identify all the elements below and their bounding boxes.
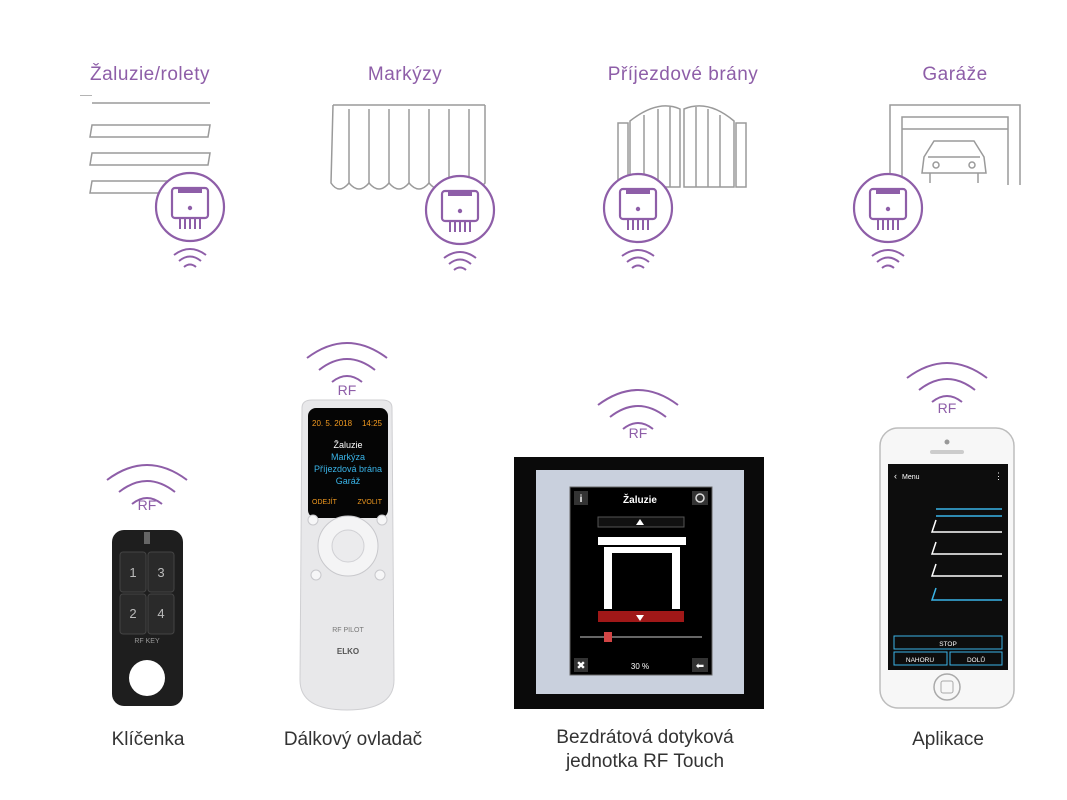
wireless-signal-icon	[871, 249, 905, 269]
device-label-touch-line2: jednotka RF Touch	[565, 751, 725, 772]
device-label-touch-line1: Bezdrátová dotyková	[556, 727, 734, 748]
remote-menu-item-3: Příjezdová brána	[314, 464, 382, 474]
garages-illustration	[852, 104, 1021, 269]
remote-menu-item-4: Garáž	[336, 476, 361, 486]
device-label-app: Aplikace	[912, 729, 984, 750]
remote-model: RF PILOT	[332, 627, 364, 634]
receiver-icon	[424, 174, 496, 246]
remote-brand-logo: ELKO	[337, 647, 359, 656]
blinds-illustration	[80, 95, 226, 268]
keychain-device: 1 3 2 4 RF KEY	[106, 464, 188, 706]
key-3-label: 3	[157, 565, 164, 580]
touch-percent: 30 %	[631, 662, 649, 671]
rf-label: RF	[337, 382, 357, 398]
svg-text:⬅: ⬅	[696, 661, 704, 672]
category-title-gates: Příjezdové brány	[607, 64, 759, 85]
remote-date: 20. 5. 2018	[312, 419, 353, 428]
wireless-signal-icon	[306, 342, 388, 383]
svg-text:‹: ‹	[894, 471, 897, 481]
device-label-remote: Dálkový ovladač	[283, 729, 423, 750]
gates-illustration	[602, 105, 747, 269]
wireless-signal-icon	[173, 248, 207, 268]
wireless-signal-icon	[597, 389, 679, 430]
app-down-label: DOLŮ	[967, 655, 985, 664]
remote-left-softkey: ODEJÍT	[312, 497, 338, 506]
app-up-label: NAHORU	[906, 657, 934, 664]
remote-menu-item-2: Markýza	[331, 452, 365, 462]
receiver-icon	[154, 171, 226, 243]
receiver-icon	[852, 172, 924, 244]
awnings-illustration	[330, 104, 496, 271]
category-title-garages: Garáže	[922, 64, 988, 85]
rf-label: RF	[137, 497, 157, 513]
remote-device: 20. 5. 2018 14:25 Žaluzie Markýza Příjez…	[299, 342, 395, 711]
svg-text:i: i	[580, 494, 583, 505]
rf-label: RF	[628, 425, 648, 441]
remote-menu-item-1: Žaluzie	[333, 440, 362, 450]
receiver-icon	[602, 172, 674, 244]
key-1-label: 1	[129, 565, 136, 580]
awning-icon	[330, 104, 486, 190]
category-title-awnings: Markýzy	[367, 64, 443, 85]
app-header-title: Menu	[902, 474, 920, 481]
keychain-brand: RF KEY	[134, 638, 160, 645]
garage-icon	[889, 104, 1021, 185]
svg-text:⋮: ⋮	[994, 471, 1003, 481]
rf-touch-device: i Žaluzie ✖ ⬅ 30 %	[514, 389, 764, 709]
svg-text:✖: ✖	[576, 660, 585, 672]
wireless-signal-icon	[443, 251, 477, 271]
key-4-label: 4	[157, 606, 164, 621]
device-label-keychain: Klíčenka	[111, 729, 185, 750]
rf-label: RF	[937, 400, 957, 416]
gate-icon	[617, 105, 747, 188]
phone-device: ‹ Menu ⋮ STOP NAHORU DOLŮ	[879, 362, 1015, 709]
wireless-signal-icon	[621, 249, 655, 269]
app-stop-label: STOP	[939, 641, 957, 648]
category-title-blinds: Žaluzie/rolety	[90, 64, 210, 85]
wireless-signal-icon	[906, 362, 988, 403]
key-2-label: 2	[129, 606, 136, 621]
remote-time: 14:25	[362, 419, 383, 428]
remote-right-softkey: ZVOLIT	[357, 499, 382, 506]
touch-screen-title: Žaluzie	[623, 493, 657, 506]
